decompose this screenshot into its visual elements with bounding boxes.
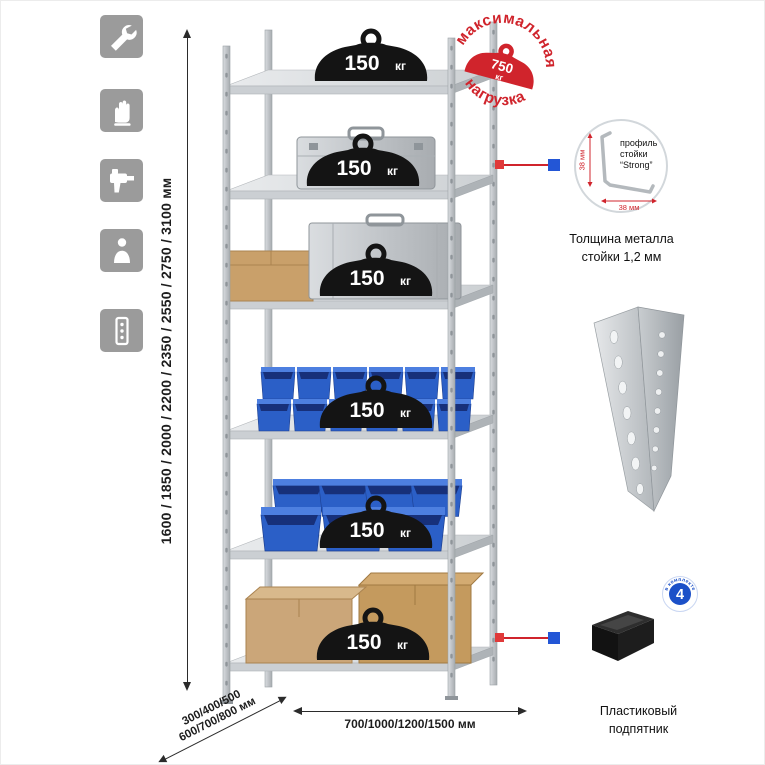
shelf-level-4 xyxy=(225,366,494,440)
shelf-level-2 xyxy=(225,126,494,200)
stamp-weight-icon: 750 кг xyxy=(464,43,534,90)
rack-profile-glyph xyxy=(114,316,129,345)
plastic-foot-shape xyxy=(592,611,654,661)
profile-callout-circle: 38 мм 38 мм профиль стойки “Strong” xyxy=(574,119,668,213)
width-dimension-line xyxy=(293,706,527,715)
drill-icon xyxy=(100,159,143,202)
profile-label-2: стойки xyxy=(620,149,648,159)
post-slots xyxy=(609,330,644,495)
shelving-unit-illustration: 150 кг xyxy=(220,21,498,704)
shelf-level-3 xyxy=(225,213,494,310)
profile-dim-vertical: 38 мм xyxy=(578,150,587,171)
connector-marker-blue-top xyxy=(548,159,560,171)
profile-cross-section: 38 мм 38 мм профиль стойки “Strong” xyxy=(578,131,658,211)
drill-glyph xyxy=(109,168,134,192)
connector-marker-blue-bottom xyxy=(548,632,560,644)
gloves-icon xyxy=(100,89,143,132)
rear-posts xyxy=(264,21,498,688)
stamp-load-unit: кг xyxy=(494,71,505,83)
shelf-level-5 xyxy=(225,478,494,560)
rack-profile-icon xyxy=(100,309,143,352)
max-load-stamp: максимальная нагрузка 750 кг xyxy=(451,1,571,117)
profile-label-1: профиль xyxy=(620,138,658,148)
foot-caption: Пластиковый подпятник xyxy=(571,703,706,738)
width-dimension-label: 700/1000/1200/1500 мм xyxy=(344,717,476,731)
post-holes xyxy=(651,331,666,472)
gloves-glyph xyxy=(113,99,131,126)
connector-line-top xyxy=(501,164,551,166)
height-dimension-line xyxy=(182,29,191,691)
foot-caption-line2: подпятник xyxy=(608,721,669,736)
profile-dim-horizontal: 38 мм xyxy=(619,203,640,211)
front-posts xyxy=(220,37,458,704)
weight-150kg xyxy=(315,31,427,81)
wrench-icon xyxy=(100,15,143,58)
profile-caption: Толщина металла стойки 1,2 мм xyxy=(554,231,689,266)
profile-caption-line2: стойки 1,2 мм xyxy=(581,249,662,264)
person-glyph xyxy=(113,237,130,263)
angle-post-image xyxy=(593,306,685,513)
plastic-foot-image: в комплекте 4 xyxy=(592,576,698,661)
shelf-level-6 xyxy=(225,572,494,672)
connector-marker-red-bottom xyxy=(495,633,504,642)
connector-marker-red-top xyxy=(495,160,504,169)
stamp-load-value: 750 xyxy=(489,56,515,76)
profile-caption-line1: Толщина металла xyxy=(569,232,674,246)
foot-caption-line1: Пластиковый xyxy=(599,704,678,718)
cardboard-box xyxy=(228,250,314,302)
badge-value: 4 xyxy=(676,587,684,603)
kit-count-badge: в комплекте 4 xyxy=(662,576,698,612)
profile-label-3: “Strong” xyxy=(620,160,653,170)
wrench-glyph xyxy=(110,24,137,51)
connector-line-bottom xyxy=(501,637,551,639)
height-dimension-label: 1600 / 1850 / 2000 / 2200 / 2350 / 2550 … xyxy=(158,177,174,545)
person-icon xyxy=(100,229,143,272)
